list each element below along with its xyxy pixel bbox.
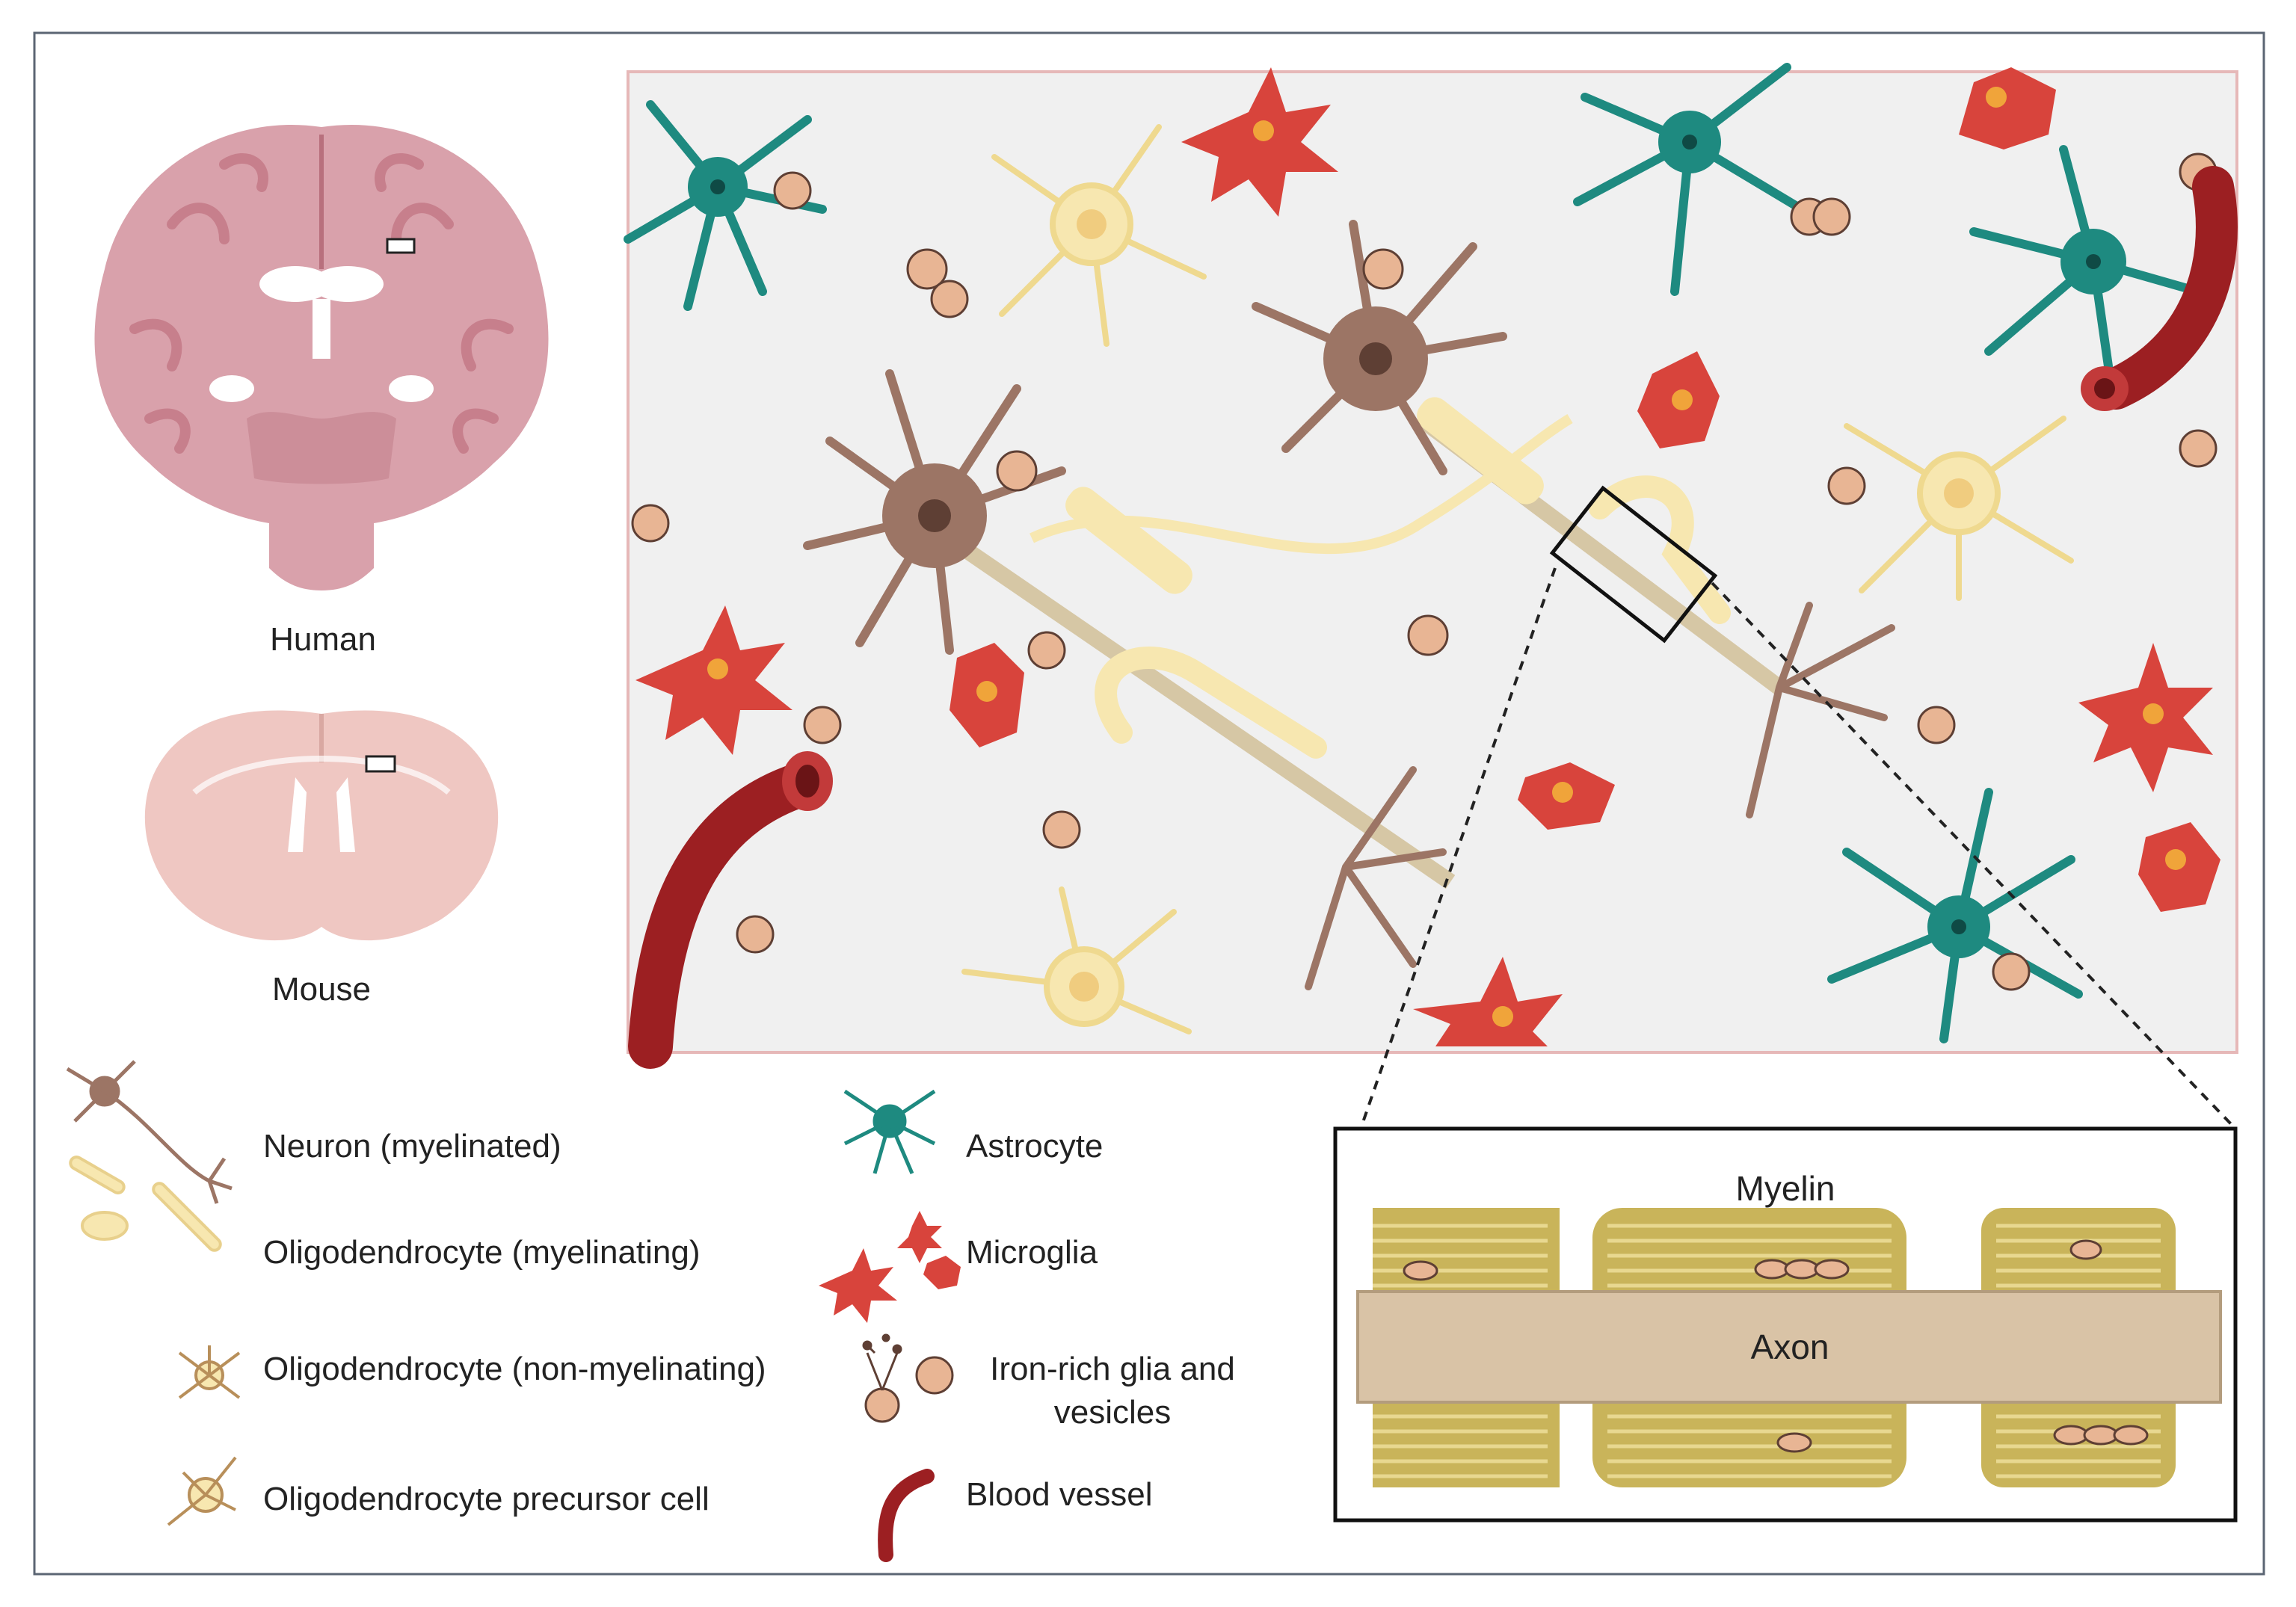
human-label: Human: [270, 621, 376, 658]
microglia-cell: [635, 605, 792, 755]
myelin-label: Myelin: [1736, 1169, 1835, 1208]
iron-rich-glia: [631, 152, 2217, 991]
microglia-cell: [1181, 67, 1338, 217]
mouse-roi-box: [365, 755, 396, 773]
legend-blood-vessel-icon: [878, 1469, 935, 1562]
legend-oligodendrocyte-myelinating-icon: [69, 1156, 222, 1252]
legend-oligodendrocyte-non-myelinating-icon: [178, 1345, 241, 1399]
legend-opc-icon: [167, 1456, 237, 1526]
legend-microglia-icon: [819, 1211, 961, 1323]
microglia-cell: [950, 643, 1024, 747]
blood-vessel: [628, 751, 833, 1069]
legend-oligo-non-myelinating-label: Oligodendrocyte (non-myelinating): [263, 1351, 766, 1387]
legend-oligo-myelinating-label: Oligodendrocyte (myelinating): [263, 1234, 701, 1271]
microglia-cell: [2138, 822, 2220, 912]
legend-neuron-icon: [66, 1060, 233, 1204]
human-ventricle-right: [312, 266, 384, 302]
legend-iron-rich-glia-icon: [862, 1333, 954, 1423]
microglia-cell: [1959, 67, 2056, 149]
mouse-brain: Mouse: [144, 710, 499, 1008]
neuron-cell: [803, 369, 1447, 990]
microglia-cell: [1637, 351, 1720, 448]
microglia-cell: [2078, 643, 2213, 792]
zoom-line-right: [1711, 582, 2237, 1130]
tissue-cells: [624, 63, 2238, 1069]
astrocyte-cell: [1969, 145, 2203, 371]
legend-iron-label-line2: vesicles: [1054, 1394, 1172, 1431]
microglia-cell: [1413, 957, 1563, 1046]
axon-bar: [1356, 1290, 2222, 1404]
legend-neuron-label: Neuron (myelinated): [263, 1128, 561, 1165]
legend-opc-label: Oligodendrocyte precursor cell: [263, 1481, 710, 1517]
myelinated-axon: [922, 397, 1785, 889]
mouse-label: Mouse: [272, 971, 371, 1008]
legend-blood-vessel-label: Blood vessel: [966, 1476, 1152, 1513]
axon-label: Axon: [1751, 1327, 1829, 1366]
neuron-cell: [1252, 220, 1895, 818]
oligodendrocyte-cell: [1844, 416, 2074, 601]
human-ventricle-left: [259, 266, 331, 302]
microglia-cell: [1518, 762, 1615, 830]
astrocyte-cell: [1573, 63, 1806, 296]
zoom-region: [1549, 485, 1718, 644]
legend-astrocyte-label: Astrocyte: [966, 1128, 1103, 1165]
human-brain: Human: [94, 124, 549, 658]
legend: Neuron (myelinated) Oligodendrocyte (mye…: [66, 1060, 1235, 1562]
legend-microglia-label: Microglia: [966, 1234, 1098, 1271]
astrocyte-cell: [624, 100, 827, 311]
opc-cell: [961, 886, 1192, 1034]
zoom-line-left: [1359, 567, 1557, 1129]
legend-astrocyte-icon: [843, 1089, 936, 1174]
legend-iron-label-line1: Iron-rich glia and: [990, 1351, 1235, 1387]
blood-vessel: [2081, 166, 2238, 411]
oligodendrocyte-cell: [991, 124, 1207, 347]
human-roi-box: [386, 238, 416, 254]
myelin-inset: Myelin Axon: [1333, 1126, 2238, 1523]
